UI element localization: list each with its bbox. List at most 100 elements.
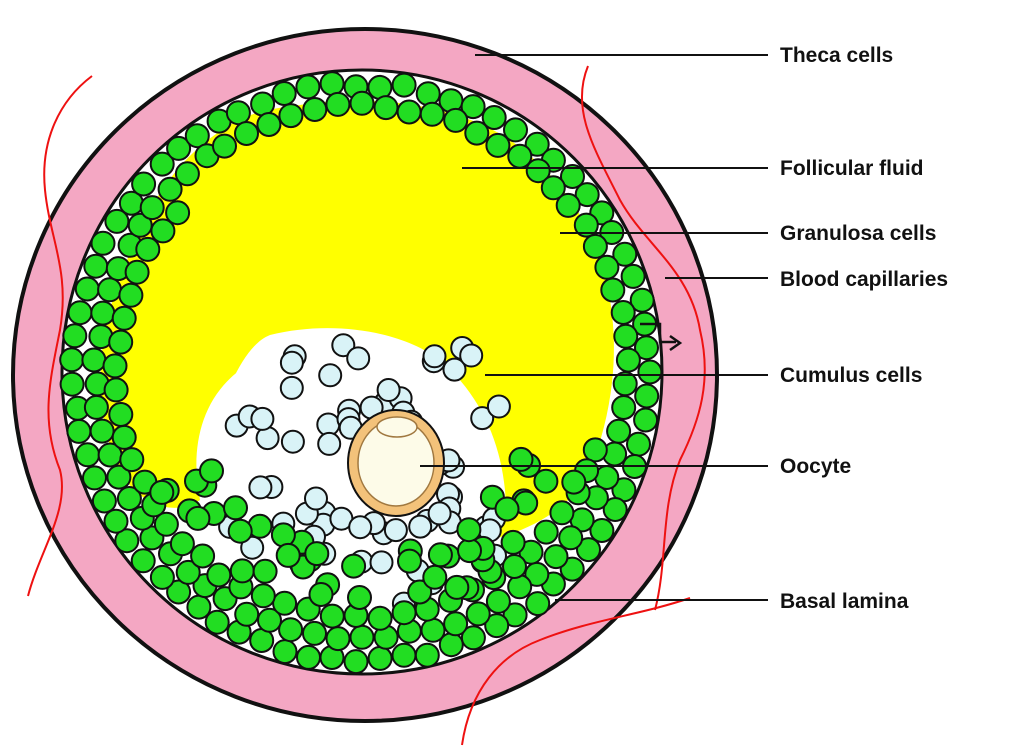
granulosa-cell bbox=[634, 409, 657, 432]
granulosa-cell bbox=[91, 420, 114, 443]
granulosa-cell bbox=[98, 278, 121, 301]
granulosa-cell bbox=[422, 619, 445, 642]
granulosa-cell bbox=[584, 235, 607, 258]
granulosa-cell bbox=[84, 255, 107, 278]
granulosa-cell bbox=[251, 93, 274, 116]
granulosa-cell bbox=[614, 325, 637, 348]
granulosa-cell bbox=[375, 96, 398, 119]
granulosa-cell bbox=[274, 640, 297, 663]
granulosa-cell bbox=[113, 307, 136, 330]
cumulus-cell bbox=[429, 502, 451, 524]
granulosa-cell bbox=[545, 545, 568, 568]
granulosa-cell bbox=[67, 420, 90, 443]
granulosa-cell bbox=[109, 331, 132, 354]
granulosa-cell bbox=[213, 135, 236, 158]
granulosa-cell bbox=[398, 550, 421, 573]
granulosa-cell bbox=[601, 279, 624, 302]
granulosa-cell bbox=[93, 490, 116, 513]
granulosa-cell bbox=[235, 122, 258, 145]
granulosa-cell bbox=[119, 284, 142, 307]
granulosa-cell bbox=[508, 575, 531, 598]
granulosa-cell bbox=[423, 566, 446, 589]
granulosa-cell bbox=[273, 82, 296, 105]
granulosa-cell bbox=[369, 647, 392, 670]
cumulus-cell bbox=[281, 377, 303, 399]
granulosa-cell bbox=[467, 602, 490, 625]
granulosa-cell bbox=[252, 584, 275, 607]
granulosa-cell bbox=[187, 596, 210, 619]
granulosa-cell bbox=[635, 385, 658, 408]
granulosa-cell bbox=[227, 101, 250, 124]
granulosa-cell bbox=[348, 586, 371, 609]
granulosa-cell bbox=[132, 173, 155, 196]
granulosa-cell bbox=[60, 348, 83, 371]
granulosa-cell bbox=[136, 238, 159, 261]
granulosa-cell bbox=[229, 520, 252, 543]
granulosa-cell bbox=[393, 601, 416, 624]
granulosa-cell bbox=[132, 549, 155, 572]
granulosa-cell bbox=[321, 72, 344, 95]
granulosa-cell bbox=[429, 543, 452, 566]
granulosa-cell bbox=[502, 531, 525, 554]
granulosa-cell bbox=[224, 496, 247, 519]
cumulus-cell bbox=[349, 516, 371, 538]
granulosa-cell bbox=[91, 302, 114, 325]
granulosa-cell bbox=[63, 324, 86, 347]
granulosa-cell bbox=[612, 301, 635, 324]
label-granulosa-cells: Granulosa cells bbox=[780, 222, 936, 245]
cumulus-cell bbox=[282, 431, 304, 453]
granulosa-cell bbox=[109, 403, 132, 426]
granulosa-cell bbox=[257, 113, 280, 136]
granulosa-cell bbox=[61, 373, 84, 396]
cumulus-cell bbox=[251, 408, 273, 430]
granulosa-cell bbox=[191, 545, 214, 568]
cumulus-cell bbox=[488, 396, 510, 418]
cumulus-cell bbox=[460, 345, 482, 367]
granulosa-cell bbox=[76, 278, 99, 301]
granulosa-cell bbox=[105, 378, 128, 401]
granulosa-cell bbox=[444, 109, 467, 132]
granulosa-cell bbox=[584, 438, 607, 461]
granulosa-cell bbox=[535, 521, 558, 544]
granulosa-cell bbox=[305, 542, 328, 565]
granulosa-cell bbox=[496, 498, 519, 521]
granulosa-cell bbox=[83, 466, 106, 489]
granulosa-cell bbox=[421, 103, 444, 126]
granulosa-cell bbox=[120, 448, 143, 471]
label-blood-capillaries: Blood capillaries bbox=[780, 268, 948, 291]
granulosa-cell bbox=[104, 354, 127, 377]
granulosa-cell bbox=[457, 518, 480, 541]
granulosa-cell bbox=[277, 544, 300, 567]
granulosa-cell bbox=[235, 603, 258, 626]
label-cumulus-cells: Cumulus cells bbox=[780, 364, 922, 387]
granulosa-cell bbox=[445, 576, 468, 599]
granulosa-cell bbox=[141, 196, 164, 219]
label-basal-lamina: Basal lamina bbox=[780, 590, 909, 613]
granulosa-cell bbox=[351, 626, 374, 649]
cumulus-cell bbox=[424, 345, 446, 367]
granulosa-cell bbox=[607, 420, 630, 443]
granulosa-cell bbox=[200, 459, 223, 482]
granulosa-cell bbox=[465, 122, 488, 145]
granulosa-cell bbox=[503, 555, 526, 578]
granulosa-cell bbox=[617, 349, 640, 372]
granulosa-cell bbox=[487, 590, 510, 613]
oocyte-nucleus bbox=[377, 417, 417, 437]
label-oocyte: Oocyte bbox=[780, 455, 851, 478]
granulosa-cell bbox=[310, 583, 333, 606]
granulosa-cell bbox=[76, 443, 99, 466]
cumulus-cell bbox=[409, 516, 431, 538]
granulosa-cell bbox=[326, 93, 349, 116]
granulosa-cell bbox=[486, 134, 509, 157]
granulosa-cell bbox=[126, 261, 149, 284]
granulosa-cell bbox=[345, 650, 368, 673]
granulosa-cell bbox=[393, 644, 416, 667]
cumulus-cell bbox=[319, 364, 341, 386]
granulosa-cell bbox=[296, 75, 319, 98]
cumulus-cell bbox=[347, 347, 369, 369]
granulosa-cell bbox=[151, 566, 174, 589]
granulosa-cell bbox=[369, 607, 392, 630]
granulosa-cell bbox=[622, 265, 645, 288]
granulosa-cell bbox=[550, 501, 573, 524]
